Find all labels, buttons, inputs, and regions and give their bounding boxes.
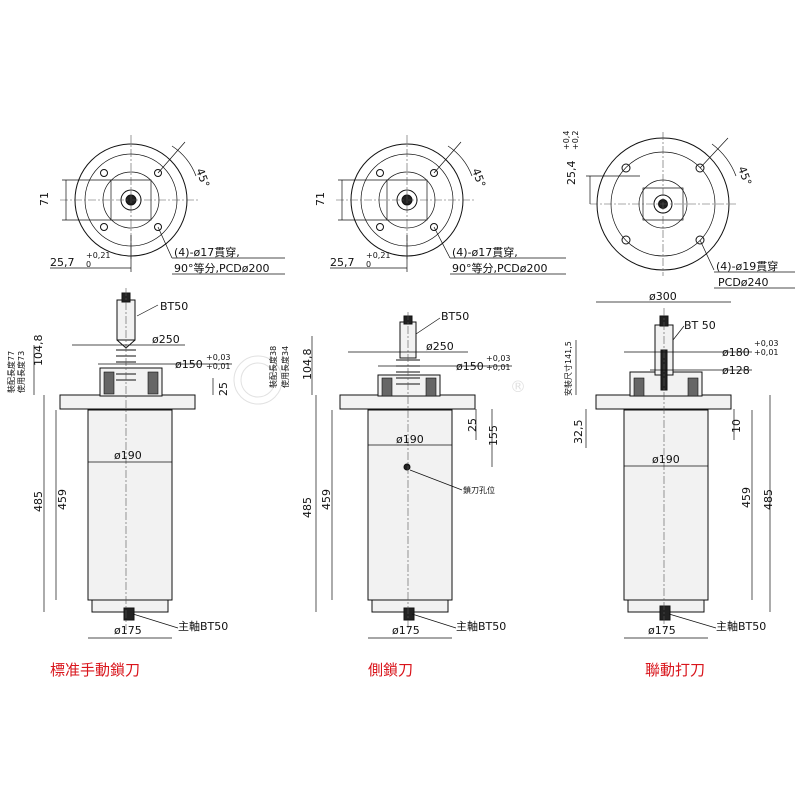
side-lock-h25: 25 xyxy=(466,418,479,432)
linked-h459: 459 xyxy=(740,487,753,508)
linked-angle: 45° xyxy=(735,165,754,188)
view-manual: 45° 71 25,7 +0,21 0 (4)-ø17貫穿, 90°等分,PCD… xyxy=(6,135,285,679)
side-lock-spindle-label: 主軸BT50 xyxy=(456,619,506,633)
manual-d175: ø175 xyxy=(114,624,142,637)
side-lock-dim-71: 71 xyxy=(314,192,327,206)
caption-linked: 聯動打刀 xyxy=(645,661,705,679)
linked-h32-5: 32,5 xyxy=(572,420,585,445)
manual-offset-tol-lower: 0 xyxy=(86,260,91,269)
manual-dim-offset: 25,7 xyxy=(50,256,75,269)
linked-holes-note-2: PCDø240 xyxy=(718,276,769,289)
manual-d250: ø250 xyxy=(152,333,180,346)
side-lock-lock-hole: 鎖刀孔位 xyxy=(463,485,495,495)
manual-h104-8: 104,8 xyxy=(32,335,45,367)
linked-toolholder: BT 50 xyxy=(684,319,716,332)
manual-d150-tol-lower: +0,01 xyxy=(206,362,231,371)
manual-holes-note-1: (4)-ø17貫穿, xyxy=(174,245,240,259)
linked-d180: ø180 xyxy=(722,346,750,359)
linked-spindle-label: 主軸BT50 xyxy=(716,619,766,633)
watermark: ® xyxy=(233,355,526,405)
side-lock-d150-tol-lower: +0,01 xyxy=(486,363,511,372)
manual-holes-note-2: 90°等分,PCDø200 xyxy=(174,261,270,275)
linked-d175: ø175 xyxy=(648,624,676,637)
side-lock-d150: ø150 xyxy=(456,360,484,373)
linked-top-view: 45° 25,4 +0,4 +0,2 (4)-ø19貫穿 PCDø240 xyxy=(562,131,795,289)
watermark-mark: ® xyxy=(510,377,526,396)
side-lock-offset-tol-lower: 0 xyxy=(366,260,371,269)
linked-d180-tol-lower: +0,01 xyxy=(754,348,779,357)
view-linked: 45° 25,4 +0,4 +0,2 (4)-ø19貫穿 PCDø240 xyxy=(562,131,795,679)
side-lock-dim-offset: 25,7 xyxy=(330,256,355,269)
linked-d180-tol-upper: +0,03 xyxy=(754,339,779,348)
linked-d128: ø128 xyxy=(722,364,750,377)
side-lock-d175: ø175 xyxy=(392,624,420,637)
manual-d150-tol-upper: +0,03 xyxy=(206,353,231,362)
view-side-lock: 45° 71 25,7 +0,21 0 (4)-ø17貫穿, 90°等分,PCD… xyxy=(268,135,566,679)
caption-manual: 標准手動鎖刀 xyxy=(50,661,140,679)
side-lock-side-view: BT50 ø250 ø150 +0,03 +0,01 ø190 ø175 主軸B… xyxy=(268,310,512,639)
manual-top-view: 45° 71 25,7 +0,21 0 (4)-ø17貫穿, 90°等分,PCD… xyxy=(38,135,285,275)
side-lock-len-use: 使用長度34 xyxy=(280,346,290,388)
side-lock-h104-8: 104,8 xyxy=(301,349,314,381)
linked-holes-note-1: (4)-ø19貫穿 xyxy=(716,259,778,273)
manual-side-view: BT50 ø250 ø150 +0,03 +0,01 ø190 ø175 主軸B… xyxy=(6,288,232,639)
linked-side-view: ø300 BT 50 ø180 +0,03 +0,01 ø128 ø190 ø1… xyxy=(563,290,779,639)
side-lock-d250: ø250 xyxy=(426,340,454,353)
side-lock-holes-note-2: 90°等分,PCDø200 xyxy=(452,261,548,275)
side-lock-len-mount: 裝配長度38 xyxy=(268,346,278,388)
linked-h10: 10 xyxy=(730,419,743,433)
side-lock-holes-note-1: (4)-ø17貫穿, xyxy=(452,245,518,259)
manual-d150: ø150 xyxy=(175,358,203,371)
manual-offset-tol-upper: +0,21 xyxy=(86,251,111,260)
side-lock-h459: 459 xyxy=(320,489,333,510)
manual-h459: 459 xyxy=(56,489,69,510)
side-lock-h155: 155 xyxy=(487,425,500,446)
side-lock-offset-tol-upper: +0,21 xyxy=(366,251,391,260)
manual-h25: 25 xyxy=(217,382,230,396)
side-lock-toolholder: BT50 xyxy=(441,310,469,323)
manual-h485: 485 xyxy=(32,491,45,512)
caption-side-lock: 側鎖刀 xyxy=(368,661,413,679)
manual-dim-71: 71 xyxy=(38,192,51,206)
side-lock-d190: ø190 xyxy=(396,433,424,446)
linked-install-size: 安裝尺寸141,5 xyxy=(563,341,573,396)
linked-dim-25-4: 25,4 xyxy=(565,161,578,186)
side-lock-h485: 485 xyxy=(301,497,314,518)
side-lock-angle: 45° xyxy=(469,167,488,190)
linked-dim-25-4-tol-upper: +0,4 xyxy=(562,131,571,150)
manual-spindle-label: 主軸BT50 xyxy=(178,619,228,633)
side-lock-top-view: 45° 71 25,7 +0,21 0 (4)-ø17貫穿, 90°等分,PCD… xyxy=(314,135,566,275)
manual-len-mount: 裝配長度77 xyxy=(6,351,16,393)
linked-dim-25-4-tol-lower: +0,2 xyxy=(571,131,580,150)
manual-angle: 45° xyxy=(193,167,212,190)
manual-toolholder: BT50 xyxy=(160,300,188,313)
side-lock-d150-tol-upper: +0,03 xyxy=(486,354,511,363)
linked-d190: ø190 xyxy=(652,453,680,466)
linked-d300: ø300 xyxy=(649,290,677,303)
manual-len-use: 使用長度73 xyxy=(16,351,26,393)
manual-d190: ø190 xyxy=(114,449,142,462)
linked-h485: 485 xyxy=(762,489,775,510)
